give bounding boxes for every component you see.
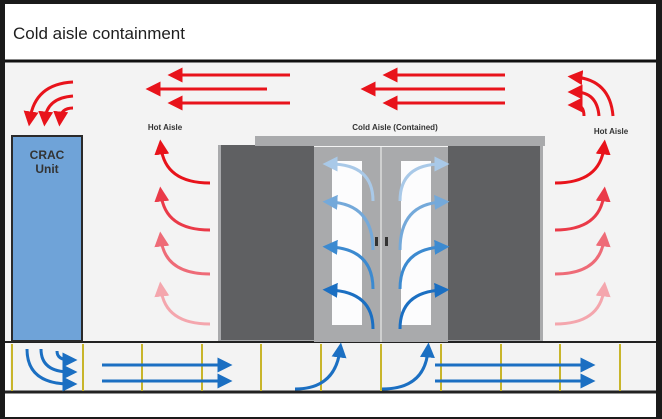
- hot-arrow: [154, 139, 211, 185]
- cold-aisle-label: Cold Aisle (Contained): [352, 123, 438, 132]
- return-airflow: [23, 67, 615, 127]
- cold-arrow: [55, 350, 78, 368]
- cold-arrow: [322, 194, 375, 251]
- cold-arrow: [398, 156, 450, 202]
- hot-arrow: [567, 84, 601, 117]
- cold-arrow: [398, 194, 450, 251]
- hot-aisle-right-label: Hot Aisle: [594, 127, 629, 136]
- airflow-diagram: CRAC Unit Cold Aisle (Contained): [5, 59, 656, 394]
- hot-aisle-right-airflow: [554, 139, 611, 326]
- underfloor-airflow: [25, 342, 596, 392]
- containment-roof: [255, 136, 545, 146]
- hot-aisle-left-airflow: [154, 139, 211, 326]
- hot-arrow: [23, 80, 74, 127]
- door-handle-left: [375, 237, 378, 246]
- diagram-canvas: Cold aisle containment: [5, 4, 656, 417]
- hot-arrow: [554, 186, 611, 232]
- crac-label-line1: CRAC: [30, 148, 65, 162]
- cold-arrow: [25, 348, 78, 392]
- cold-arrow: [322, 282, 375, 330]
- crac-label-line2: Unit: [35, 162, 58, 176]
- cold-arrow: [398, 239, 450, 290]
- rack-right: [448, 145, 540, 340]
- cold-arrow: [322, 156, 375, 202]
- hot-arrow: [154, 281, 211, 326]
- hot-arrow: [53, 106, 74, 127]
- crac-unit: [11, 135, 83, 342]
- hot-arrow: [38, 94, 74, 127]
- door-window-right: [401, 161, 431, 325]
- cold-arrow: [398, 282, 450, 330]
- cold-arrow: [39, 348, 78, 380]
- cold-aisle-airflow: [322, 156, 450, 330]
- hot-arrow: [554, 139, 611, 185]
- hot-arrow: [154, 231, 211, 276]
- hot-aisle-left-label: Hot Aisle: [148, 123, 183, 132]
- hot-arrow: [567, 97, 586, 117]
- hot-arrow: [554, 231, 611, 276]
- door-window-left: [332, 161, 362, 325]
- hot-arrow: [554, 281, 611, 326]
- rack-left: [221, 145, 314, 340]
- cold-arrow: [294, 342, 347, 391]
- cold-arrow: [322, 239, 375, 290]
- door-handle-right: [385, 237, 388, 246]
- hot-arrow: [154, 186, 211, 232]
- hot-arrow: [567, 70, 615, 117]
- cold-arrow: [381, 342, 435, 391]
- diagram-title: Cold aisle containment: [13, 24, 185, 43]
